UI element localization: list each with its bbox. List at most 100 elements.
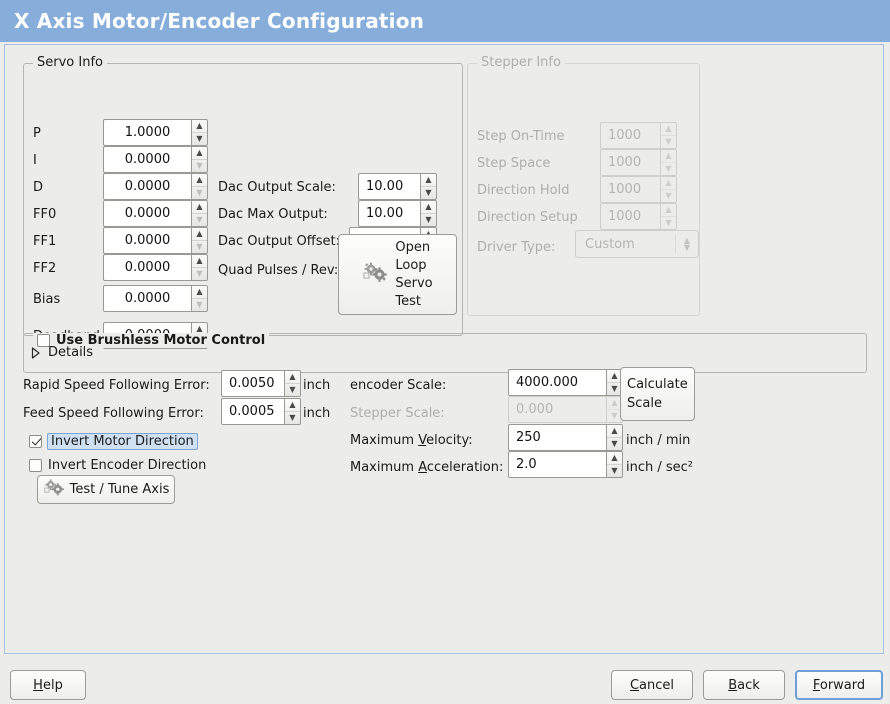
spinbox-ff0-up-arrow[interactable]: ▲ [192, 201, 207, 214]
spinbox-dac-output-scale[interactable]: 10.00 ▲ ▼ [358, 173, 437, 200]
spinbox-ff1-value[interactable]: 0.0000 [103, 227, 191, 254]
spinbox-ff1-up-arrow[interactable]: ▲ [192, 228, 207, 241]
invert-encoder-direction-checkbox[interactable]: Invert Encoder Direction [29, 458, 206, 473]
spinbox-i-buttons[interactable]: ▲ ▼ [191, 146, 208, 173]
spinbox-p-value[interactable]: 1.0000 [103, 119, 191, 146]
spinbox-ff2-value[interactable]: 0.0000 [103, 254, 191, 281]
spinbox-ff0-down-arrow[interactable]: ▼ [196, 215, 203, 224]
help-button[interactable]: Help [10, 670, 86, 700]
brushless-checkbox-box[interactable] [37, 334, 50, 347]
spinbox-maximum-velocity-buttons[interactable]: ▲ ▼ [606, 424, 623, 451]
spinbox-maximum-velocity-value[interactable]: 250 [508, 424, 606, 451]
spinbox-p-up-arrow[interactable]: ▲ [192, 120, 207, 133]
use-brushless-motor-control-checkbox[interactable]: Use Brushless Motor Control [33, 333, 270, 348]
help-mnemonic: H [33, 677, 43, 693]
spinbox-maximum-acceleration-up-arrow[interactable]: ▲ [607, 452, 622, 465]
label-feed-speed-following-error: Feed Speed Following Error: [23, 406, 204, 421]
invert-encoder-checkbox-box[interactable] [29, 459, 42, 472]
spinbox-step-space-buttons: ▲ ▼ [660, 149, 677, 176]
spinbox-i-value[interactable]: 0.0000 [103, 146, 191, 173]
unit-rapid-inch: inch [303, 378, 331, 393]
spinbox-dac-max-output-buttons[interactable]: ▲ ▼ [420, 200, 437, 227]
open-loop-servo-test-button[interactable]: Open Loop Servo Test [338, 234, 457, 315]
spinbox-d[interactable]: 0.0000 ▲ ▼ [103, 173, 208, 200]
spinbox-feed-up-arrow[interactable]: ▲ [285, 399, 300, 412]
spinbox-dac-max-output-down-arrow[interactable]: ▼ [425, 215, 432, 224]
spinbox-ff0-buttons[interactable]: ▲ ▼ [191, 200, 208, 227]
spinbox-dac-output-scale-value[interactable]: 10.00 [358, 173, 420, 200]
spinbox-ff1[interactable]: 0.0000 ▲ ▼ [103, 227, 208, 254]
spinbox-maximum-acceleration-buttons[interactable]: ▲ ▼ [606, 451, 623, 478]
calculate-scale-line-2: Scale [627, 396, 662, 411]
spinbox-i[interactable]: 0.0000 ▲ ▼ [103, 146, 208, 173]
details-label: Details [48, 345, 94, 360]
spinbox-feed-following-error-value[interactable]: 0.0005 [221, 398, 284, 425]
spinbox-ff1-down-arrow[interactable]: ▼ [196, 242, 203, 251]
spinbox-dac-max-output[interactable]: 10.00 ▲ ▼ [358, 200, 437, 227]
spinbox-bias-up-arrow[interactable]: ▲ [192, 286, 207, 299]
spinbox-direction-hold: 1000 ▲ ▼ [600, 176, 677, 203]
spinbox-rapid-following-error-buttons[interactable]: ▲ ▼ [284, 370, 301, 397]
label-ff2: FF2 [33, 261, 57, 276]
spinbox-ff0-value[interactable]: 0.0000 [103, 200, 191, 227]
spinbox-rapid-following-error[interactable]: 0.0050 ▲ ▼ [221, 370, 301, 397]
spinbox-p-buttons[interactable]: ▲ ▼ [191, 119, 208, 146]
spinbox-encoder-scale[interactable]: 4000.000 ▲ ▼ [508, 369, 623, 396]
spinbox-i-up-arrow[interactable]: ▲ [192, 147, 207, 160]
spinbox-d-up-arrow[interactable]: ▲ [192, 174, 207, 187]
spinbox-bias-value[interactable]: 0.0000 [103, 285, 191, 312]
spinbox-dac-max-output-up-arrow[interactable]: ▲ [421, 201, 436, 214]
spinbox-encoder-scale-value[interactable]: 4000.000 [508, 369, 606, 396]
invert-motor-direction-checkbox[interactable]: Invert Motor Direction [29, 433, 198, 450]
spinbox-d-buttons[interactable]: ▲ ▼ [191, 173, 208, 200]
details-expander[interactable]: Details [31, 345, 93, 360]
forward-button[interactable]: Forward [795, 670, 883, 700]
spinbox-dac-output-scale-up-arrow[interactable]: ▲ [421, 174, 436, 187]
spinbox-bias-buttons[interactable]: ▲ ▼ [191, 285, 208, 312]
spinbox-feed-down-arrow[interactable]: ▼ [289, 413, 296, 422]
test-tune-axis-button[interactable]: Test / Tune Axis [37, 475, 175, 504]
spinbox-ff2-buttons[interactable]: ▲ ▼ [191, 254, 208, 281]
spinbox-maximum-velocity-up-arrow[interactable]: ▲ [607, 425, 622, 438]
spinbox-maximum-acceleration[interactable]: 2.0 ▲ ▼ [508, 451, 623, 478]
spinbox-feed-following-error[interactable]: 0.0005 ▲ ▼ [221, 398, 301, 425]
spinbox-rapid-down-arrow[interactable]: ▼ [289, 385, 296, 394]
spinbox-d-down-arrow[interactable]: ▼ [196, 188, 203, 197]
spinbox-maximum-velocity-down-arrow[interactable]: ▼ [611, 439, 618, 448]
spinbox-bias[interactable]: 0.0000 ▲ ▼ [103, 285, 208, 312]
spinbox-ff2-down-arrow[interactable]: ▼ [196, 269, 203, 278]
back-button[interactable]: Back [703, 670, 785, 700]
spinbox-p-down-arrow[interactable]: ▼ [196, 134, 203, 143]
spinbox-feed-following-error-buttons[interactable]: ▲ ▼ [284, 398, 301, 425]
spinbox-rapid-up-arrow[interactable]: ▲ [285, 371, 300, 384]
dialog-button-bar: Help Cancel Back Forward [0, 656, 890, 704]
spinbox-direction-setup-value: 1000 [600, 203, 660, 230]
spinbox-maximum-velocity[interactable]: 250 ▲ ▼ [508, 424, 623, 451]
spinbox-p[interactable]: 1.0000 ▲ ▼ [103, 119, 208, 146]
spinbox-ff1-buttons[interactable]: ▲ ▼ [191, 227, 208, 254]
spinbox-direction-setup-buttons: ▲ ▼ [660, 203, 677, 230]
servo-info-legend: Servo Info [33, 55, 107, 70]
spinbox-rapid-following-error-value[interactable]: 0.0050 [221, 370, 284, 397]
spinbox-encoder-scale-down-arrow[interactable]: ▼ [611, 384, 618, 393]
cancel-button[interactable]: Cancel [611, 670, 693, 700]
chevron-right-icon[interactable] [31, 347, 40, 359]
spinbox-ff2[interactable]: 0.0000 ▲ ▼ [103, 254, 208, 281]
calculate-scale-button[interactable]: Calculate Scale [620, 367, 695, 421]
spinbox-encoder-scale-up-arrow[interactable]: ▲ [607, 370, 622, 383]
label-bias: Bias [33, 292, 61, 307]
spinbox-ff2-up-arrow[interactable]: ▲ [192, 255, 207, 268]
spinbox-ff0[interactable]: 0.0000 ▲ ▼ [103, 200, 208, 227]
forward-rest: orward [819, 677, 866, 693]
cancel-rest: ancel [639, 677, 675, 693]
spinbox-dac-max-output-value[interactable]: 10.00 [358, 200, 420, 227]
spinbox-maximum-acceleration-down-arrow[interactable]: ▼ [611, 466, 618, 475]
spinbox-bias-down-arrow[interactable]: ▼ [196, 300, 203, 309]
spinbox-i-down-arrow[interactable]: ▼ [196, 161, 203, 170]
spinbox-dac-output-scale-down-arrow[interactable]: ▼ [425, 188, 432, 197]
spinbox-d-value[interactable]: 0.0000 [103, 173, 191, 200]
brushless-group [23, 333, 867, 373]
spinbox-maximum-acceleration-value[interactable]: 2.0 [508, 451, 606, 478]
invert-motor-checkbox-box[interactable] [29, 435, 42, 448]
spinbox-dac-output-scale-buttons[interactable]: ▲ ▼ [420, 173, 437, 200]
